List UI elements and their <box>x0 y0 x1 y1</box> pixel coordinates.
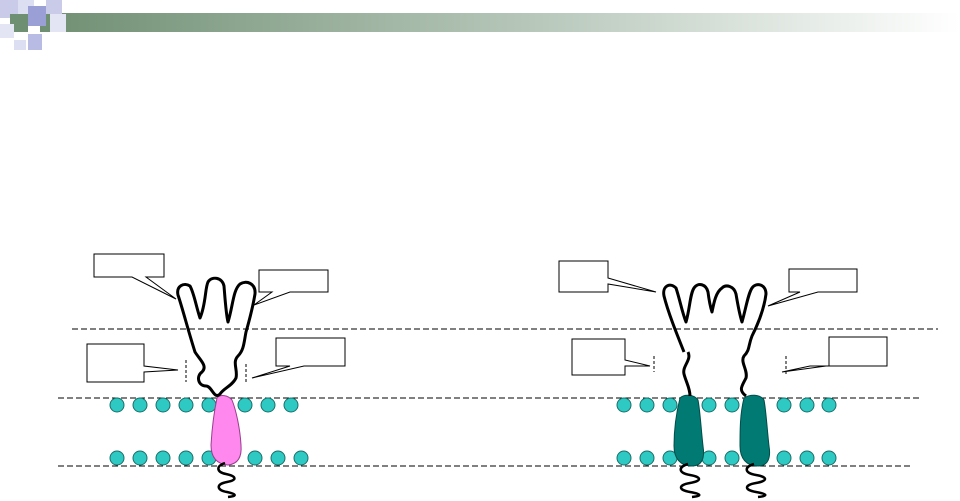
lipid-head <box>178 397 194 413</box>
lipid-head <box>247 450 263 466</box>
lipid-head <box>270 450 286 466</box>
header-gradient-bar <box>40 13 960 32</box>
callout-right-mid-left <box>571 338 651 376</box>
callout-right-mid-right <box>781 336 888 373</box>
lipid-head <box>639 450 655 466</box>
lipid-head <box>237 397 253 413</box>
right-transmembrane-segment-b <box>739 394 771 467</box>
lipid-head <box>155 450 171 466</box>
left-intracellular-loop <box>217 461 236 499</box>
corner-decoration <box>0 0 66 50</box>
lipid-head <box>799 397 815 413</box>
lipid-head <box>260 397 276 413</box>
lipid-head <box>821 450 837 466</box>
lipid-bilayer-heads <box>109 397 837 466</box>
lipid-head <box>178 450 194 466</box>
callout-left-mid-right <box>251 337 346 379</box>
lipid-head <box>776 450 792 466</box>
dashed-boundary-lines <box>58 328 938 467</box>
lipid-head <box>776 397 792 413</box>
lipid-head <box>155 397 171 413</box>
lipid-head <box>799 450 815 466</box>
lipid-head <box>109 450 125 466</box>
right-transmembrane-segment-a <box>673 394 705 467</box>
right-receptor <box>662 283 771 499</box>
lipid-head <box>283 397 299 413</box>
callout-left-top-left <box>93 253 177 300</box>
lipid-head <box>616 450 632 466</box>
callout-right-top-right <box>767 268 858 307</box>
callout-right-top-left <box>558 260 657 293</box>
left-extracellular-loops <box>176 276 257 397</box>
left-receptor <box>176 276 257 499</box>
lipid-head <box>109 397 125 413</box>
callout-left-top-right <box>253 269 329 306</box>
right-intracellular-loop-b <box>745 462 767 499</box>
lipid-head <box>201 397 217 413</box>
callout-left-mid-left <box>86 343 179 383</box>
right-extracellular-loops <box>662 283 768 398</box>
left-transmembrane-segment <box>210 395 242 466</box>
lipid-head <box>724 397 740 413</box>
lipid-head <box>662 397 678 413</box>
lipid-head <box>132 397 148 413</box>
lipid-head <box>293 450 309 466</box>
lipid-head <box>616 397 632 413</box>
lipid-head <box>821 397 837 413</box>
lipid-head <box>701 397 717 413</box>
lipid-head <box>639 397 655 413</box>
right-intracellular-loop-a <box>679 462 701 499</box>
lipid-head <box>701 450 717 466</box>
lipid-head <box>724 450 740 466</box>
lipid-head <box>132 450 148 466</box>
